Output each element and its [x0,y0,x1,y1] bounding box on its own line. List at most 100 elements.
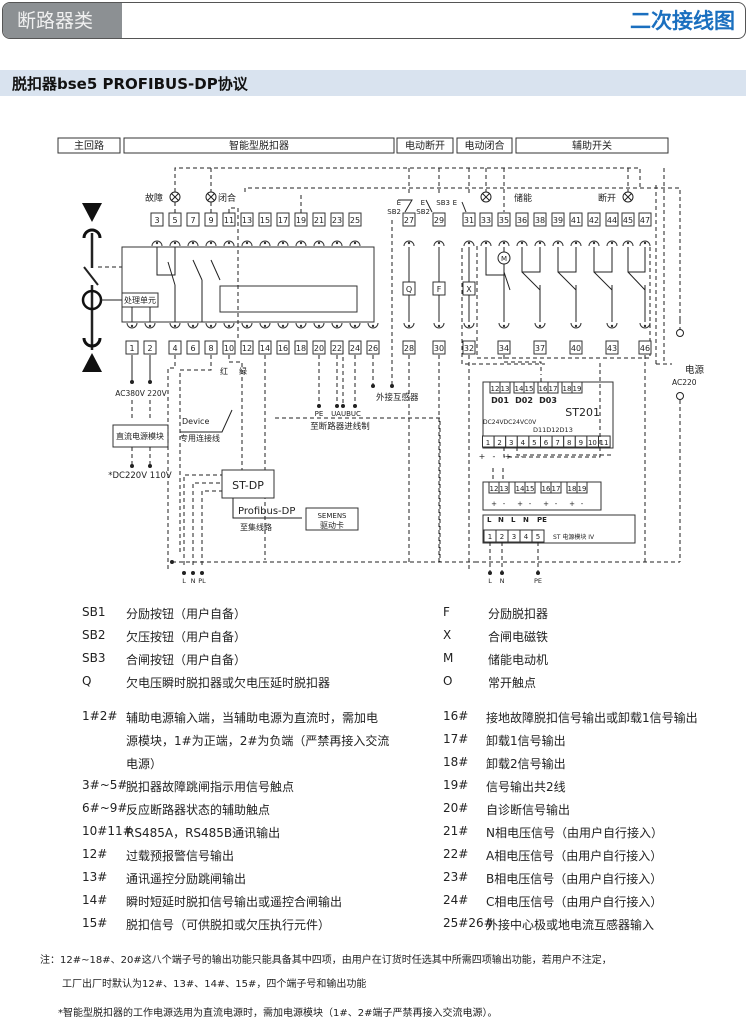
fault-lamp-label: 故障 [145,192,163,204]
st-power-top-pin [524,481,536,494]
socket-icon [331,322,343,329]
st201-polarity: - [493,452,496,461]
socket-icon [144,322,156,329]
motor-top-terminal-31 [462,212,476,227]
terminal-number: 6 [190,344,195,353]
socket-pin [191,241,195,245]
st201-bottom-pin-label: 4 [521,439,526,447]
group-label-box [396,137,454,154]
terminal-number: 4 [172,344,177,353]
feed-wire [192,482,222,565]
socket-pin [556,241,560,245]
profibus-line [232,498,302,519]
st-power-polarity: + [569,500,575,508]
terminal-description: 卸载1信号输出 [486,734,566,748]
section-title: 脱扣器bse5 PROFIBUS-DP协议 [12,75,248,93]
main-switch-blade [83,266,99,286]
socket-pin [335,324,339,328]
symbol-key: F [443,605,450,619]
terminal-key: 19# [443,778,469,792]
lamp-cross [624,193,632,201]
bottom-terminal-8 [204,340,218,355]
st201-supply-label: DC24VDC24VC0V [483,419,537,426]
top-terminal-21 [312,212,326,227]
main-contact-top [82,228,102,239]
motor-top-terminal-44 [605,212,619,227]
socket-pin [520,241,524,245]
driver-card-label: 驱动卡 [320,520,344,530]
st-power-top-pin [576,481,588,494]
socket-icon [259,240,271,247]
st-power-top-pin-label: 16 [542,485,551,493]
symbol-key: Q [82,674,92,688]
socket-pin [592,241,596,245]
terminal-description: 辅助电源输入端，当辅助电源为直流时，需加电 [126,711,379,725]
st-power-top-pin-label: 14 [516,485,525,493]
terminal-number: 13 [242,216,252,225]
st-power-top-pin-label: 13 [500,485,509,493]
socket-pin [371,324,375,328]
st-power-bottom-pin-label: 5 [536,533,540,541]
socket-icon [433,240,445,247]
contact-blade [167,261,176,286]
socket-pin [626,241,630,245]
terminal-number: 33 [481,216,491,225]
left-feed-label: PL [198,577,206,585]
st201-polarity: + [479,452,486,461]
socket-pin [227,324,231,328]
terminal-key: 18# [443,755,469,769]
terminal-key: 13# [82,870,108,884]
bus-wire [167,355,176,570]
terminal-key: 23# [443,870,469,884]
socket-pin [155,241,159,245]
socket-pin [467,241,471,245]
terminal-description: 外接中心极或地电流互感器输入 [486,918,655,932]
symbol-description: 分励按钮（用户自备） [126,607,247,621]
motor-top-terminal-33 [479,212,493,227]
st-power-polarity: + [543,500,549,508]
motor-top-terminal-39 [551,212,565,227]
socket-icon [606,240,618,247]
terminal-number: 7 [190,216,195,225]
socket-icon [606,322,618,329]
bottom-terminal-24 [348,340,362,355]
socket-pin [610,324,614,328]
socket-icon [187,240,199,247]
motor-wire [485,247,504,276]
st-power-top-pin-label: 19 [578,485,587,493]
st-power-top-pin [550,481,562,494]
st201-bottom-pin-label: 9 [579,439,583,447]
terminal-key: 17# [443,732,469,746]
motor-bottom-terminal-40 [569,340,583,355]
st201-input-labels: D11D12D13 [533,426,573,434]
st-power-polarity: - [581,500,584,508]
top-terminal-7 [186,212,200,227]
aux-blade [557,271,577,291]
socket-icon [463,322,475,329]
socket-pin [227,241,231,245]
st201-bottom-pin-label: 5 [532,439,536,447]
bottom-terminal-6 [186,340,200,355]
socket-pin [191,324,195,328]
bottom-terminal-14 [258,340,272,355]
terminal-ring-icon [676,329,684,337]
terminal-number: 44 [607,216,617,225]
socket-icon [534,240,546,247]
terminal-number: 47 [640,216,650,225]
terminal-number: 35 [499,216,509,225]
sb2b-button-icon [425,199,433,213]
terminal-key: 20# [443,801,469,815]
terminal-number: 11 [224,216,234,225]
bottom-terminal-10 [222,340,236,355]
bus-wire [179,355,212,555]
lamp-cross [207,193,215,201]
st201-bottom-pin-label: 1 [486,439,490,447]
st201-bottom-pin-label: 8 [567,439,571,447]
symbol-description: 合闸电磁铁 [488,630,549,644]
terminal-number: 12 [242,344,252,353]
st201-bottom-pin [598,435,611,448]
aux-frame [476,246,651,359]
dc-output-label: *DC220V 110V [108,471,172,481]
symbol-key: SB2 [82,628,106,642]
terminal-number: 16 [278,344,288,353]
